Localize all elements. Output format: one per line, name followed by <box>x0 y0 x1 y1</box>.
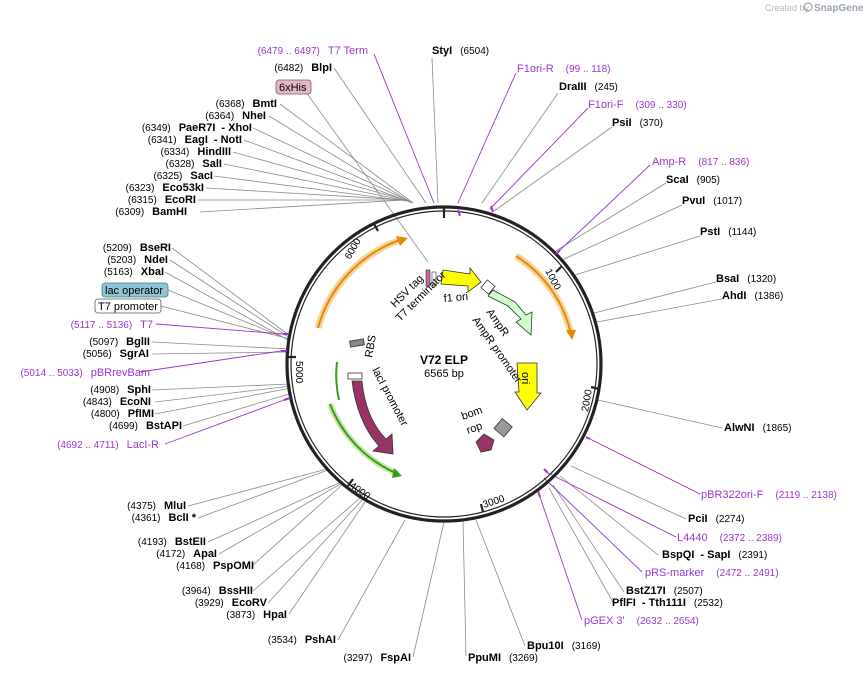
primer-t7: (5117 .. 5136)T7 <box>71 319 153 331</box>
his-tag-label: 6xHis <box>279 82 307 94</box>
created-by-label: Created by <box>765 3 810 13</box>
snapgene-brand: SnapGene <box>814 3 863 14</box>
site-pflmi: (4800)PflMI <box>91 408 154 420</box>
primer-f1ori-r: F1ori-R(99 .. 118) <box>517 63 611 75</box>
site-bamhi: (6309)BamHI <box>115 206 187 218</box>
site-ecori: (6315)EcoRI <box>128 194 196 206</box>
site-ndei: (5203)NdeI <box>107 254 168 266</box>
site-saci: (6325)SacI <box>153 170 213 182</box>
tick-label-4000: 4000 <box>347 480 372 502</box>
feature-bom: bom <box>460 404 484 423</box>
primer-l4440: L4440(2372 .. 2389) <box>677 532 782 544</box>
site-bstapi: (4699)BstAPI <box>109 420 182 432</box>
site-econi: (4843)EcoNI <box>83 396 151 408</box>
site-hpai: (3873)HpaI <box>226 609 287 621</box>
site-styi: StyI(6504) <box>432 45 489 57</box>
primer-f1ori-f: F1ori-F(309 .. 330) <box>588 99 687 111</box>
site-apai: (4172)ApaI <box>156 548 217 560</box>
feature-rop: rop <box>465 420 484 437</box>
site-sali: (6328)SalI <box>166 158 222 170</box>
branding: Created by SnapGene <box>765 2 863 14</box>
site-eco53ki: (6323)Eco53kI <box>126 182 205 194</box>
site-ppumi: PpuMI(3269) <box>468 652 538 664</box>
lac-operator-label: lac operator <box>105 285 163 297</box>
feature-rbs: RBS <box>363 334 379 358</box>
site-bseri: (5209)BseRI <box>103 242 171 254</box>
snapgene-logo-icon <box>803 2 813 12</box>
feature-laci-promoter: lacI promoter <box>369 366 410 429</box>
primer-prs-marker: pRS-marker(2472 .. 2491) <box>645 567 779 579</box>
site-pcii: PciI(2274) <box>688 513 744 525</box>
site-bsteii: (4193)BstEII <box>138 536 206 548</box>
site-pspomi: (4168)PspOMI <box>176 560 254 572</box>
primer-pgex-3: pGEX 3'(2632 .. 2654) <box>584 615 699 627</box>
site-pshai: (3534)PshAI <box>268 634 336 646</box>
t7-promoter-box <box>94 298 162 314</box>
site-bmti: (6368)BmtI <box>216 98 277 110</box>
site-labels-left: (3297)FspAI (3534)PshAI (3873)HpaI (3929… <box>83 62 411 664</box>
site-psti: PstI(1144) <box>700 226 756 238</box>
tick-label-5000: 5000 <box>293 361 304 384</box>
tick-label-2000: 2000 <box>580 388 595 412</box>
site-bstz17i: BstZ17I(2507) <box>626 585 703 597</box>
plasmid-name: V72 ELP <box>420 353 468 367</box>
leader-lines <box>151 57 723 658</box>
site-bsai: BsaI(1320) <box>716 273 776 285</box>
primer-laci-r: (4692 .. 4711)LacI-R <box>57 439 159 451</box>
primer-pbr322ori-f: pBR322ori-F(2119 .. 2138) <box>701 489 837 501</box>
feature-f1-ori: f1 ori <box>443 291 468 305</box>
primer-leader-lines <box>139 53 701 621</box>
site-bglii: (5097)BglII <box>89 336 150 348</box>
primer-labels: (6479 .. 6497)T7 Term F1ori-R(99 .. 118)… <box>20 45 836 627</box>
plasmid-size: 6565 bp <box>424 368 464 380</box>
site-fspai: (3297)FspAI <box>344 652 411 664</box>
site-sphi: (4908)SphI <box>90 384 151 396</box>
site-scai: ScaI(905) <box>666 174 720 186</box>
site-bcli: (4361)BclI * <box>132 512 197 524</box>
primer-marks <box>281 205 591 498</box>
tick-marks <box>288 206 600 513</box>
site-alwni: AlwNI(1865) <box>724 422 791 434</box>
t7-promoter-label: T7 promoter <box>98 301 158 313</box>
his-tag-box <box>275 79 312 95</box>
feature-arrows <box>314 236 576 478</box>
lac-operator-box <box>101 282 169 298</box>
primer-amp-r: Amp-R(817 .. 836) <box>652 156 749 168</box>
site-draiii: DraIII(245) <box>559 81 618 93</box>
site-sgrai: (5056)SgrAI <box>83 348 149 360</box>
site-blpi: (6482)BlpI <box>274 62 332 74</box>
site-pflfi-tth111i: PflFI- Tth111I(2532) <box>612 597 723 609</box>
site-bsshii: (3964)BssHII <box>182 585 253 597</box>
primer-t7-term: (6479 .. 6497)T7 Term <box>258 45 368 57</box>
site-labels-right: StyI(6504) DraIII(245) PsiI(370) ScaI(90… <box>432 45 791 664</box>
site-bpu10i: Bpu10I(3169) <box>527 640 601 652</box>
site-nhei: (6364)NheI <box>205 110 266 122</box>
primer-pbrrevbam: (5014 .. 5033)pBRrevBam <box>20 367 150 379</box>
site-paer7i-xhoi: (6349)PaeR7I- XhoI <box>142 122 252 134</box>
feature-ori: ori <box>519 372 531 384</box>
boxed-labels: 6xHis lac operator T7 promoter <box>94 79 312 314</box>
site-pvui: PvuI(1017) <box>682 195 742 207</box>
site-ecorv: (3929)EcoRV <box>195 597 268 609</box>
site-mlui: (4375)MluI <box>127 500 186 512</box>
site-ahdi: AhdI(1386) <box>722 290 783 302</box>
site-eagi-noti: (6341)EagI- NotI <box>148 134 242 146</box>
site-bspqi-sapi: BspQI- SapI(2391) <box>662 549 767 561</box>
site-xbai: (5163)XbaI <box>104 266 164 278</box>
site-psii: PsiI(370) <box>612 117 663 129</box>
site-hindiii: (6334)HindIII <box>160 146 231 158</box>
